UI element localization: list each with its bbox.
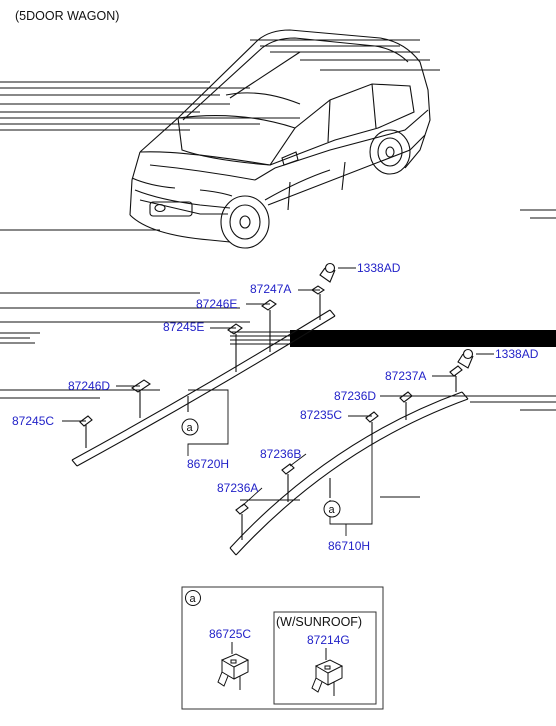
- diagram-title: (5DOOR WAGON): [15, 9, 119, 23]
- svg-text:a: a: [329, 504, 336, 516]
- roof-molding-lower: [229, 348, 474, 556]
- part-label-1338AD-upper[interactable]: 1338AD: [357, 261, 401, 275]
- sunroof-subbox: [273, 611, 377, 705]
- scan-streaks: [0, 39, 556, 501]
- part-label-87237A[interactable]: 87237A: [385, 369, 426, 383]
- part-label-87236B[interactable]: 87236B: [260, 447, 301, 461]
- part-label-1338AD-lower[interactable]: 1338AD: [495, 347, 539, 361]
- part-label-87247A[interactable]: 87247A: [250, 282, 291, 296]
- detail-callout-letter: a: [190, 593, 197, 605]
- part-label-86710H[interactable]: 86710H: [328, 539, 370, 553]
- part-label-87236D[interactable]: 87236D: [334, 389, 376, 403]
- sunroof-subtitle: (W/SUNROOF): [276, 615, 362, 629]
- clip-87214G-drawing: [311, 648, 344, 696]
- svg-text:a: a: [187, 422, 194, 434]
- car-wagon-illustration: [129, 29, 431, 249]
- scan-streaks-dense: [0, 331, 290, 345]
- detail-callout-circle: [185, 590, 201, 606]
- part-label-87246E[interactable]: 87246E: [196, 297, 237, 311]
- detail-box-a: a 86725C (W/SUNROOF) 87214G: [181, 586, 384, 710]
- scan-bar: [290, 330, 556, 347]
- callout-a-lower: a: [323, 500, 341, 518]
- part-label-87235C[interactable]: 87235C: [300, 408, 342, 422]
- part-label-86725C[interactable]: 86725C: [209, 627, 251, 641]
- roof-molding-upper: [71, 262, 336, 467]
- leader-lines: [62, 267, 494, 536]
- part-label-87245E[interactable]: 87245E: [163, 320, 204, 334]
- part-labels: 1338AD 87247A 87246E 87245E 87246D 87245…: [12, 261, 539, 553]
- clip-86725C-drawing: [217, 642, 250, 690]
- part-label-86720H[interactable]: 86720H: [187, 457, 229, 471]
- part-label-87245C[interactable]: 87245C: [12, 414, 54, 428]
- part-label-87214G[interactable]: 87214G: [307, 633, 350, 647]
- part-label-87246D[interactable]: 87246D: [68, 379, 110, 393]
- part-label-87236A[interactable]: 87236A: [217, 481, 258, 495]
- callout-a-upper: a: [181, 418, 199, 436]
